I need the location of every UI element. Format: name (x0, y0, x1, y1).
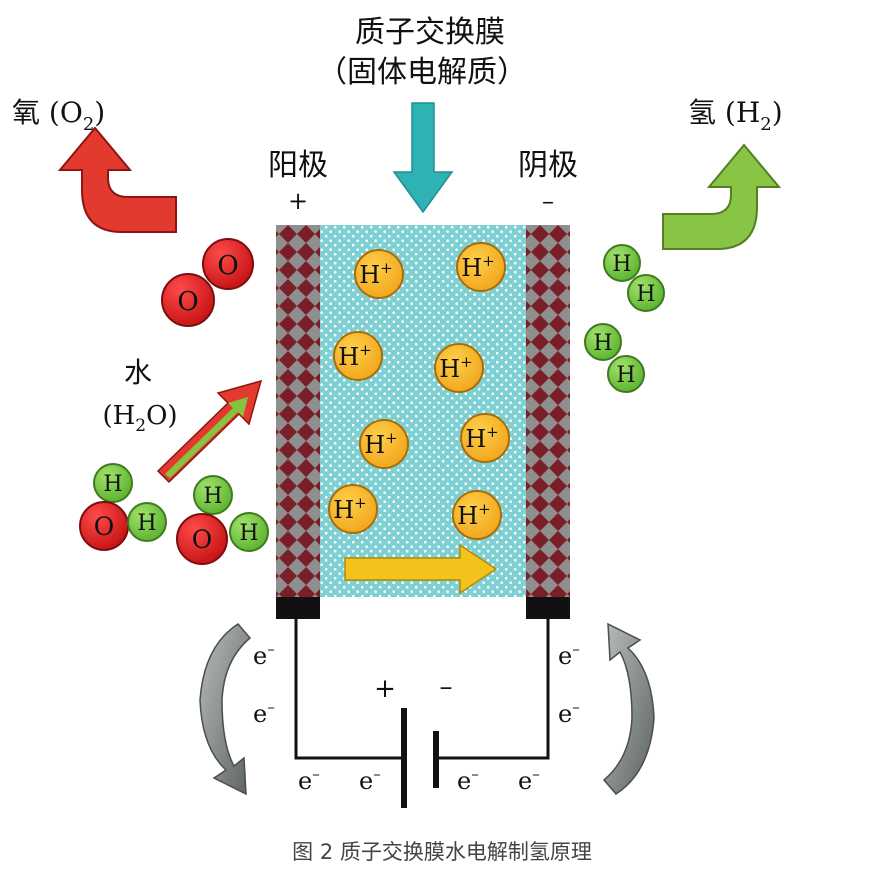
svg-text:O: O (217, 251, 238, 281)
proton: H+ (328, 484, 378, 534)
electron-label: e– (359, 765, 381, 795)
anode-terminal (276, 597, 320, 619)
svg-text:H+: H+ (364, 429, 398, 459)
oxygen-subscript: 2 (83, 114, 94, 135)
oxygen-label-text: 氧 (12, 96, 40, 129)
battery-plus-sign: + (374, 674, 396, 704)
cathode-terminal (526, 597, 570, 619)
hydrogen-label: 氢 (H2) (688, 96, 783, 135)
electron-label: e– (558, 640, 580, 670)
svg-text:H: H (612, 252, 631, 277)
svg-text:H: H (636, 282, 655, 307)
svg-text:H: H (137, 511, 156, 536)
water-subscript: 2 (135, 416, 146, 436)
proton: H+ (434, 343, 484, 393)
hydrogen-molecule: H H (603, 244, 665, 312)
anode-label: 阳极 (268, 148, 328, 183)
svg-text:H+: H+ (465, 423, 499, 453)
electron-flow-arrow-right (602, 622, 655, 795)
hydrogen-label-text: 氢 (688, 96, 716, 129)
membrane-subtitle: （固体电解质） (317, 55, 527, 90)
electron-label: e– (558, 698, 580, 728)
electron-flow-arrow-left (199, 623, 252, 796)
battery-minus-sign: – (440, 672, 453, 702)
figure-caption: 图 2 质子交换膜水电解制氢原理 (292, 840, 592, 864)
pem-electrolysis-diagram: 质子交换膜 （固体电解质） 氧 (O2) 氢 (H2) 阳极 + 阴极 – 水 … (12, 15, 783, 808)
svg-text:O: O (94, 512, 115, 541)
svg-text:H+: H+ (338, 341, 372, 371)
svg-text:H+: H+ (439, 353, 473, 383)
proton: H+ (354, 249, 404, 299)
anode-electrode (276, 225, 320, 597)
svg-text:H: H (593, 331, 612, 356)
svg-text:氢 (H2): 氢 (H2) (688, 96, 783, 135)
proton: H+ (452, 490, 502, 540)
cathode-electrode (526, 225, 570, 597)
water-molecule: H O H (79, 463, 167, 551)
membrane-arrow (392, 102, 454, 214)
svg-text:氧 (O2): 氧 (O2) (12, 96, 105, 135)
circuit-wire-left (294, 619, 404, 760)
water-in-arrow (156, 379, 263, 484)
hydrogen-out-arrow (662, 143, 782, 250)
circuit-wire-right (436, 619, 550, 760)
oxygen-label: 氧 (O2) (12, 96, 105, 135)
proton-flow-arrow (344, 543, 498, 595)
water-formula: (H2O) (102, 401, 177, 436)
water-label: 水 (124, 356, 152, 389)
svg-text:H+: H+ (333, 494, 367, 524)
anode-sign: + (288, 187, 308, 215)
membrane-title: 质子交换膜 (355, 15, 505, 50)
svg-text:H: H (103, 472, 122, 497)
svg-text:H+: H+ (461, 252, 495, 282)
svg-text:O: O (177, 287, 198, 317)
water-molecule: H O H (176, 475, 269, 565)
oxygen-molecule: O O (161, 238, 254, 327)
hydrogen-subscript: 2 (760, 114, 771, 135)
svg-text:H+: H+ (457, 500, 491, 530)
hydrogen-molecule: H H (584, 323, 645, 393)
proton: H+ (333, 331, 383, 381)
cathode-sign: – (542, 187, 554, 215)
oxygen-out-arrow (57, 126, 177, 233)
electron-label: e– (253, 640, 275, 670)
svg-text:H: H (203, 484, 222, 509)
electron-label: e– (518, 765, 540, 795)
svg-text:H: H (239, 521, 258, 546)
electron-label: e– (457, 765, 479, 795)
electron-label: e– (298, 765, 320, 795)
svg-text:O: O (192, 525, 213, 554)
electron-label: e– (253, 698, 275, 728)
svg-text:H: H (616, 363, 635, 388)
svg-text:H+: H+ (359, 259, 393, 289)
proton: H+ (359, 419, 409, 469)
proton: H+ (456, 242, 506, 292)
cathode-label: 阴极 (518, 148, 578, 183)
proton: H+ (460, 413, 510, 463)
